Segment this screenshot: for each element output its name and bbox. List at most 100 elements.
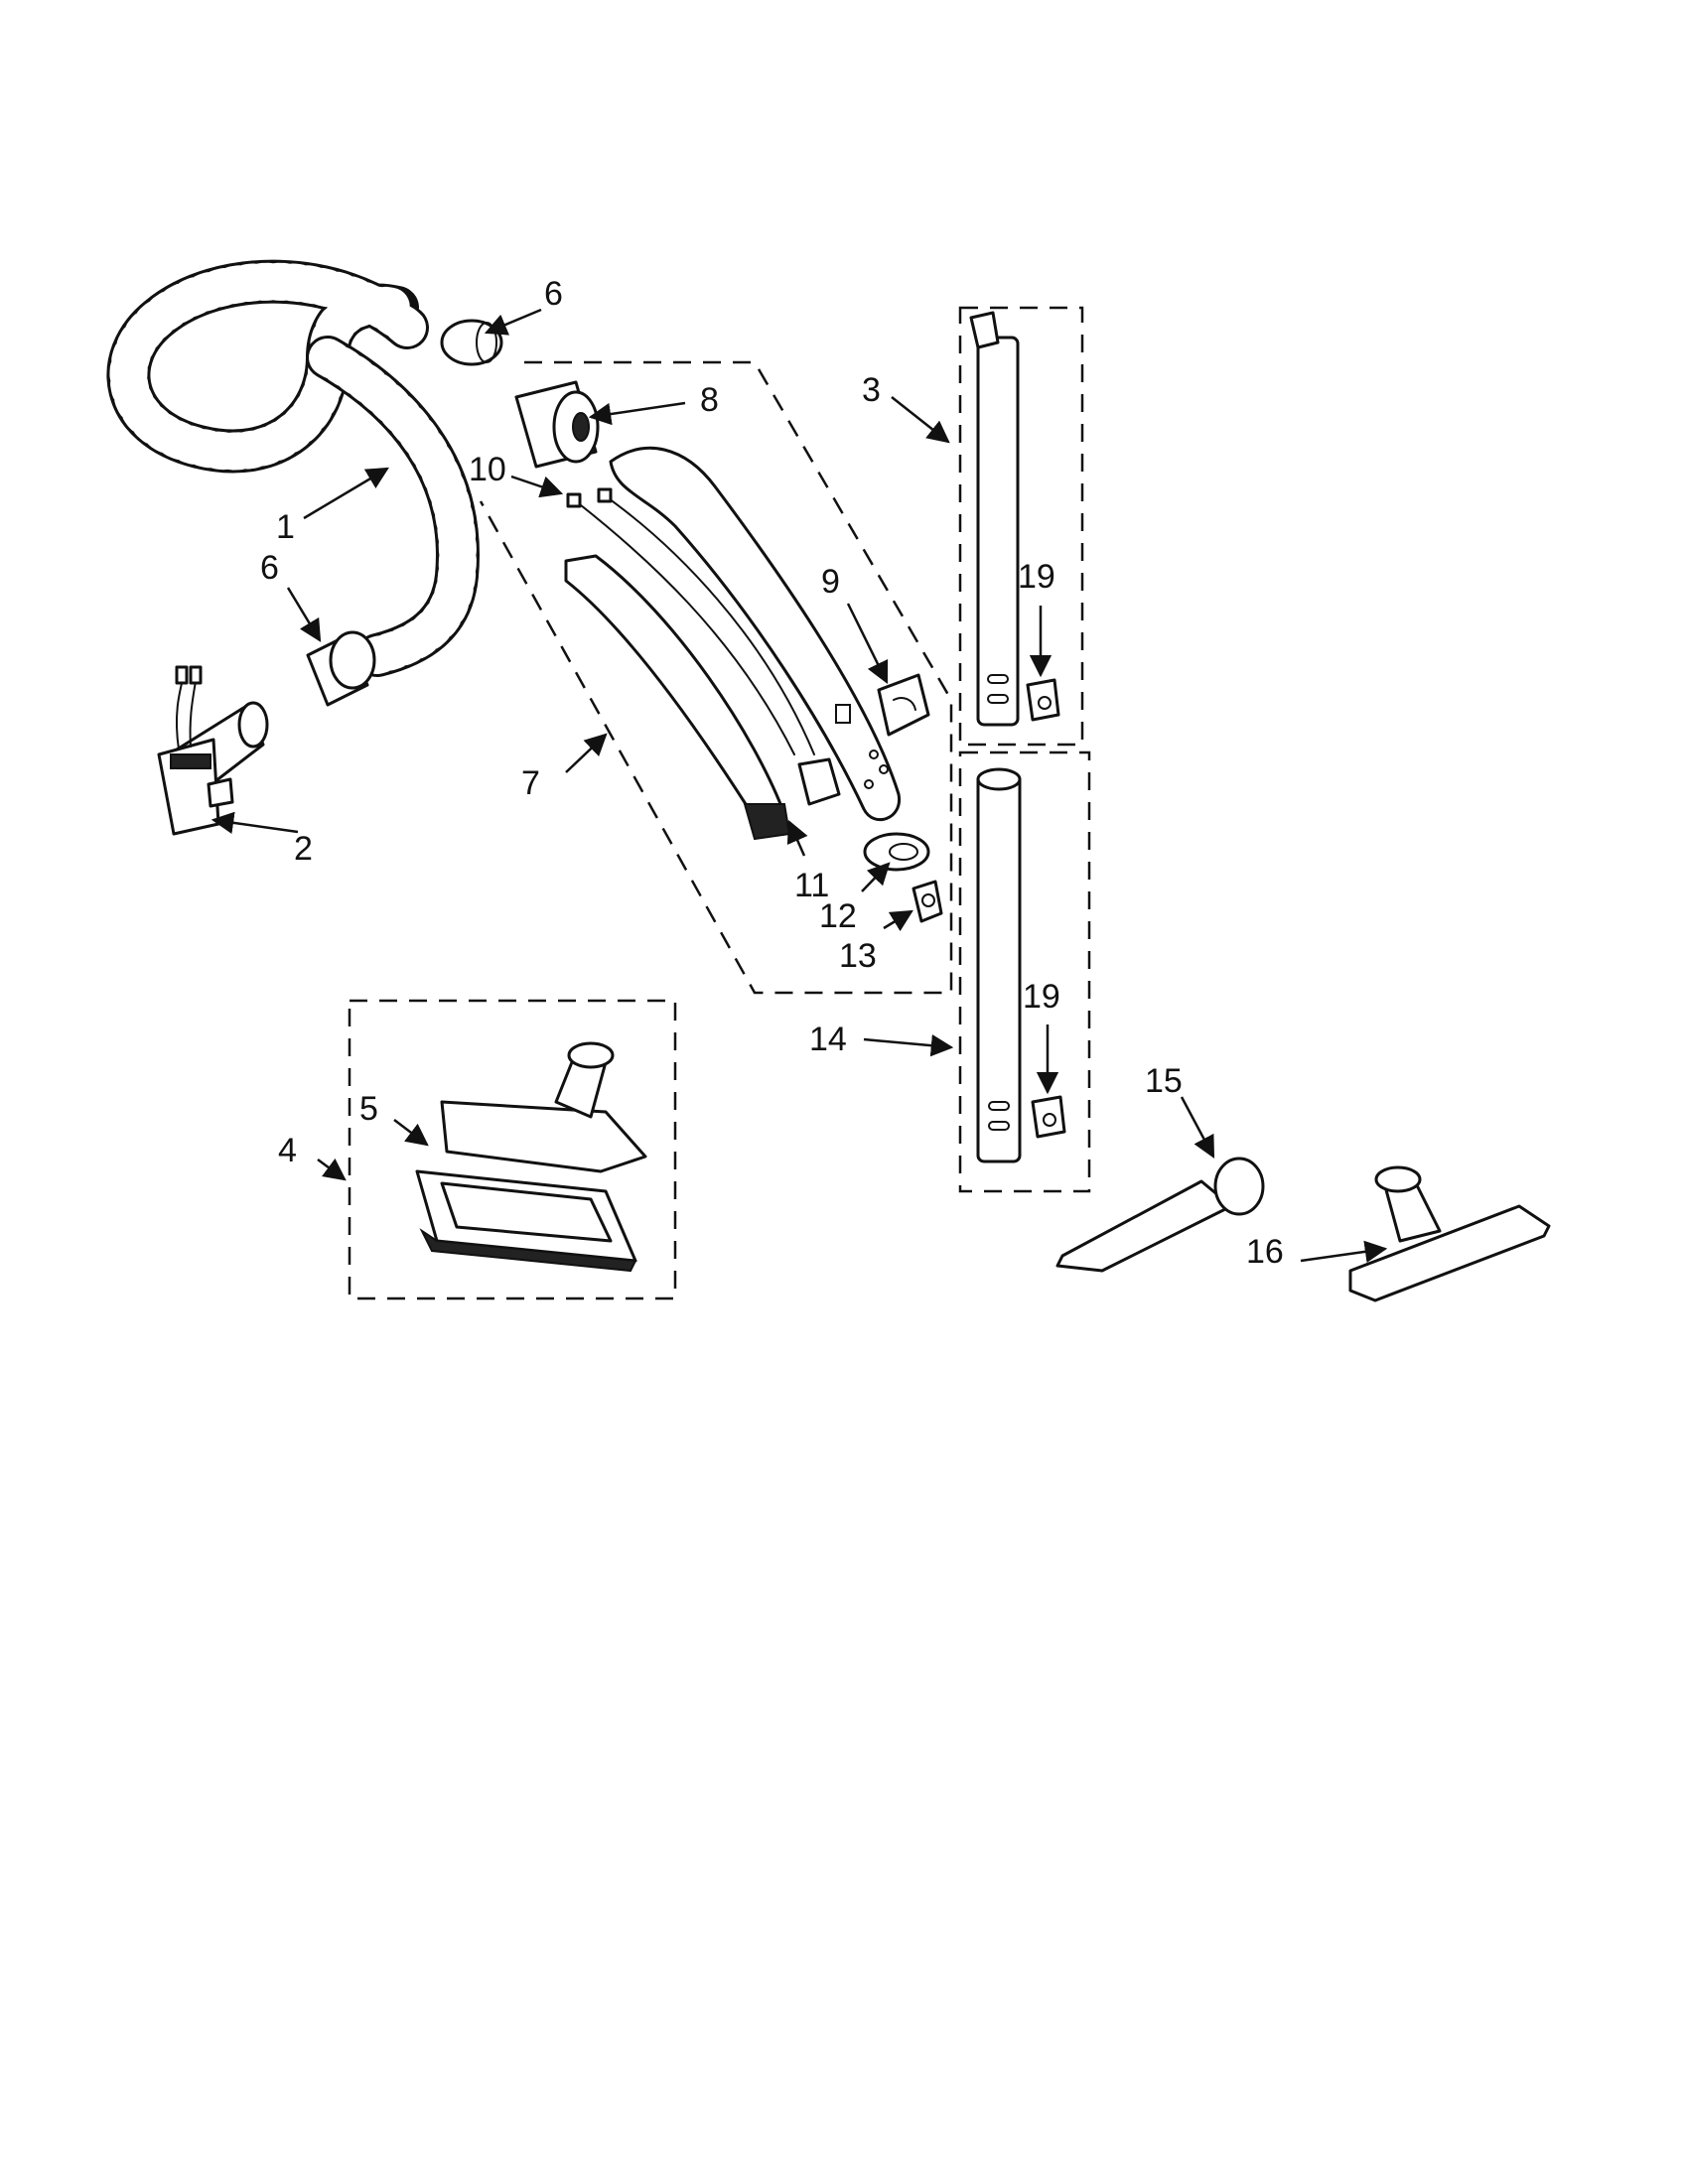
callout-6-upper: 6 [544,275,563,313]
upper-wand-clip [1026,678,1060,722]
hose-lower-run-fill [309,339,477,674]
handle-button [912,880,943,923]
callout-5: 5 [359,1090,378,1128]
leader-8 [588,401,686,426]
lower-clip-body [1031,1095,1066,1139]
grip-end [743,803,791,841]
leader-10 [510,475,564,498]
leader-3 [891,396,950,444]
crevice-body [1055,1179,1233,1273]
callout-4: 4 [278,1132,297,1169]
leader-14 [863,1033,954,1057]
handle-shell-hole-1 [869,750,879,759]
lower-wand-box [958,751,1091,1193]
wire-2 [605,495,815,755]
swivel-terminal-2 [189,665,203,685]
leader-15 [1180,1096,1215,1159]
brush-insert-opening [440,1181,613,1243]
crevice-tool [1055,1157,1265,1273]
upper-wand [969,311,1020,727]
swivel-latch [207,777,234,808]
handle-lower-grip [564,554,791,841]
crevice-cuff [1213,1157,1265,1216]
leader-2 [210,811,299,834]
leader-5 [393,1119,429,1147]
hose-cuff-lower [306,630,376,707]
upholstery-head [1348,1204,1551,1302]
callout-6-lower: 6 [260,549,279,587]
ring-body [863,832,930,872]
callout-9: 9 [821,563,840,601]
callout-14: 14 [809,1021,847,1058]
upper-wand-slot-1 [987,674,1009,684]
swivel-wire-1 [175,674,185,751]
lower-wand-top [976,767,1022,791]
upper-wand-slot-2 [987,694,1009,704]
lower-wand-slot-2 [988,1121,1010,1131]
callout-2: 2 [294,830,313,868]
leader-4 [317,1158,347,1181]
lower-wand-clip [1031,1095,1066,1139]
callout-12: 12 [819,897,857,935]
callout-19-upper: 19 [1018,558,1055,596]
lower-wand [976,767,1022,1163]
floor-tool-box [348,999,677,1300]
callout-19-lower: 19 [1023,978,1060,1016]
callout-16: 16 [1246,1233,1284,1271]
upper-clip-hole [1038,696,1052,710]
callout-8: 8 [700,381,719,419]
wire-harness [566,487,841,806]
callout-11: 11 [794,867,829,904]
leader-7 [565,733,608,773]
swivel-band [170,753,211,769]
brush-insert [415,1169,637,1273]
upper-clip-body [1026,678,1060,722]
wire-switch [797,757,841,806]
handle-shell-window [835,704,851,724]
lower-wand-slot-1 [988,1101,1010,1111]
floor-tool [440,1041,647,1173]
handle-shell-hole-2 [879,764,889,774]
hose-part [106,259,480,677]
callout-13: 13 [839,937,877,975]
upholstery-neck-end [1374,1165,1422,1193]
clip-body [877,673,930,737]
handle-connector [514,380,600,469]
wire-terminal-2 [597,487,613,503]
lower-wand-tube [976,772,1022,1163]
handle-group-box [479,360,953,995]
floor-tool-head [440,1100,647,1173]
handle-shell-outline [609,446,901,822]
callout-1: 1 [276,508,295,546]
lower-clip-hole [1043,1113,1056,1127]
hose-swivel [157,665,269,836]
leader-13 [883,909,913,932]
cuff-lower-rim [329,630,376,690]
callout-10: 10 [469,451,506,488]
leader-6a [484,308,542,336]
upper-wand-latch [969,311,1000,349]
ring-inner [889,843,918,861]
wire-terminal-1 [566,492,582,508]
clip-detail [893,697,916,711]
floor-tool-neck-end [567,1041,615,1069]
button-hole [921,893,935,907]
wire-1 [575,500,795,755]
callout-3: 3 [862,371,881,409]
upper-wand-box [958,306,1084,747]
handle-shell-hole-3 [864,779,874,789]
callout-7: 7 [521,764,540,802]
handle-ring [863,832,930,872]
swivel-terminal-1 [175,665,189,685]
swivel-wire-2 [189,674,198,748]
handle-top-shell [609,446,901,822]
button-body [912,880,943,923]
hose-cuff-upper [440,319,503,366]
leader-12 [861,862,891,892]
upholstery-tool [1348,1165,1551,1302]
upper-wand-tube [976,336,1020,727]
swivel-tube-end [237,701,269,749]
leader-11 [786,819,808,857]
leader-16 [1300,1240,1388,1263]
